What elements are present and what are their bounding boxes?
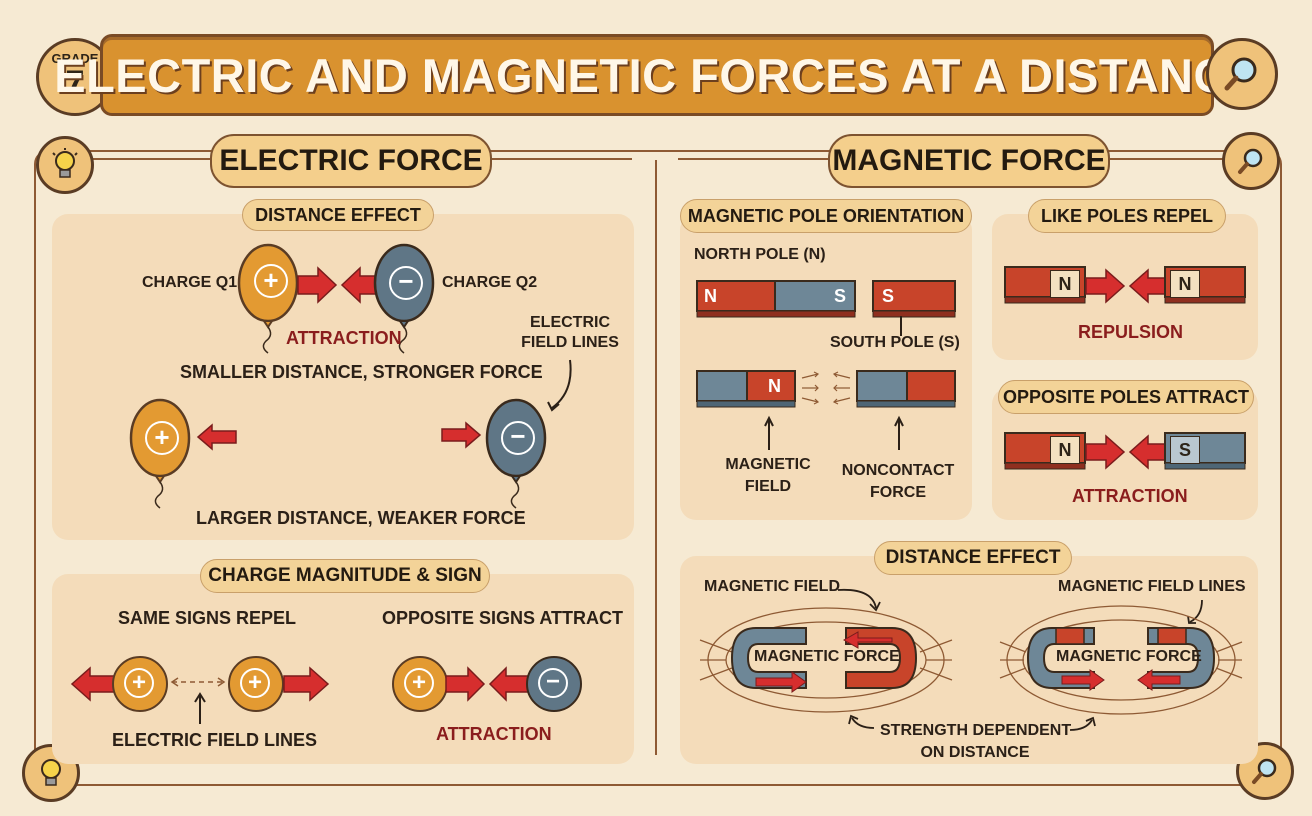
electric-distance-panel <box>52 214 634 540</box>
pole-n-label: N <box>768 376 781 396</box>
attraction-label: ATTRACTION <box>436 724 552 744</box>
bar-magnet <box>696 280 856 318</box>
arrow-right-icon <box>1085 268 1126 304</box>
pole-s-label: S <box>834 286 847 306</box>
opposite-signs-label: OPPOSITE SIGNS ATTRACT <box>382 608 624 628</box>
arrow-right-icon <box>297 266 338 304</box>
arrow-left-icon <box>70 666 117 702</box>
arrow-left-icon <box>488 666 529 702</box>
bar-magnet <box>872 280 956 318</box>
pole-orientation-panel <box>680 214 972 520</box>
plus-sign: + <box>254 264 288 298</box>
pole-s-label: S <box>882 286 895 306</box>
strength-line1: STRENGTH DEPENDENT <box>880 722 1072 739</box>
page-title: ELECTRIC AND MAGNETIC FORCES AT A DISTAN… <box>54 48 1260 102</box>
arrow-right-icon <box>283 666 330 702</box>
pointer-arrow-icon <box>1069 716 1096 731</box>
charge-q2-label: CHARGE Q2 <box>442 274 538 291</box>
bar-magnet <box>856 370 956 408</box>
magnetic-field-line2: FIELD <box>744 478 792 495</box>
pole-orientation-title: MAGNETIC POLE ORIENTATION <box>680 199 972 233</box>
field-line-icon <box>170 677 226 687</box>
pole-s-label: S <box>1170 436 1200 464</box>
smaller-distance-caption: SMALLER DISTANCE, STRONGER FORCE <box>180 362 543 382</box>
rule <box>678 158 828 160</box>
magnifier-icon <box>1206 38 1278 110</box>
magnetic-distance-panel <box>680 556 1258 764</box>
pointer-arrow-icon <box>894 415 904 450</box>
magnifier-icon <box>1222 132 1280 190</box>
magnetic-field-label: MAGNETIC FIELD <box>718 454 818 498</box>
noncontact-line2: FORCE <box>870 484 926 501</box>
strength-line2: ON DISTANCE <box>920 744 1030 761</box>
magnetic-force-label: MAGNETIC FORCE <box>754 648 900 665</box>
minus-sign: − <box>501 421 535 455</box>
opposite-poles-title: OPPOSITE POLES ATTRACT <box>998 380 1254 414</box>
magnetic-force-label: MAGNETIC FORCE <box>1056 648 1202 665</box>
like-poles-title: LIKE POLES REPEL <box>1028 199 1226 233</box>
arrow-left-icon <box>196 423 237 451</box>
title-banner: ELECTRIC AND MAGNETIC FORCES AT A DISTAN… <box>54 34 1259 116</box>
pointer-line <box>900 316 902 336</box>
attraction-label: ATTRACTION <box>1072 486 1188 506</box>
rule <box>490 158 632 160</box>
grade-word: GRADE <box>51 51 99 66</box>
charge-magnitude-title: CHARGE MAGNITUDE & SIGN <box>200 559 490 593</box>
column-divider <box>655 160 657 755</box>
pointer-arrow-icon <box>837 588 881 612</box>
same-signs-label: SAME SIGNS REPEL <box>118 608 297 628</box>
noncontact-line1: NONCONTACT <box>841 462 955 479</box>
noncontact-force-label: NONCONTACT FORCE <box>838 460 958 504</box>
electric-field-lines-caption: ELECTRIC FIELD LINES <box>112 730 318 750</box>
arrow-right-icon <box>1085 434 1126 470</box>
distance-effect-title: DISTANCE EFFECT <box>242 199 434 231</box>
north-pole-label: NORTH POLE (N) <box>694 246 826 263</box>
arrow-right-icon <box>441 421 482 449</box>
magnetic-field-line1: MAGNETIC <box>725 456 811 473</box>
pointer-arrow-icon <box>764 415 774 450</box>
magnetic-field-lines-caption: MAGNETIC FIELD LINES <box>1058 578 1246 595</box>
arrow-right-icon <box>445 666 486 702</box>
minus-sign: − <box>538 668 568 698</box>
plus-sign: + <box>404 668 434 698</box>
pointer-arrow-icon <box>194 692 206 724</box>
charge-q1-label: CHARGE Q1 <box>142 274 238 291</box>
lightbulb-icon <box>36 136 94 194</box>
field-lines-line2: FIELD LINES <box>521 334 619 351</box>
plus-sign: + <box>145 421 179 455</box>
rule <box>1106 158 1224 160</box>
field-line-icon <box>801 371 851 405</box>
electric-field-lines-label: ELECTRIC FIELD LINES <box>520 313 620 353</box>
field-lines-line1: ELECTRIC <box>530 314 610 331</box>
repulsion-label: REPULSION <box>1078 322 1184 342</box>
pole-n-label: N <box>1170 270 1200 298</box>
electric-force-title: ELECTRIC FORCE <box>210 134 492 188</box>
pointer-arrow-icon <box>547 359 572 412</box>
grade-number: 7 <box>65 64 85 102</box>
pointer-arrow-icon <box>848 714 875 729</box>
horseshoe-magnet-near <box>699 607 953 713</box>
magnetic-field-caption: MAGNETIC FIELD <box>704 578 840 595</box>
bar-magnet <box>696 370 796 408</box>
pole-n-label: N <box>1050 436 1080 464</box>
plus-sign: + <box>240 668 270 698</box>
content-frame <box>34 150 1282 786</box>
arrow-left-icon <box>1128 434 1169 470</box>
magnetic-force-title: MAGNETIC FORCE <box>828 134 1110 188</box>
horseshoe-magnet-far <box>999 605 1243 715</box>
attraction-label: ATTRACTION <box>286 328 402 348</box>
pole-n-label: N <box>1050 270 1080 298</box>
rule <box>92 158 212 160</box>
pointer-arrow-icon <box>1187 599 1203 624</box>
larger-distance-caption: LARGER DISTANCE, WEAKER FORCE <box>196 508 526 528</box>
minus-sign: − <box>389 266 423 300</box>
arrow-left-icon <box>1128 268 1169 304</box>
pole-n-label: N <box>704 286 717 306</box>
magnetic-distance-title: DISTANCE EFFECT <box>874 541 1072 575</box>
strength-dependent-label: STRENGTH DEPENDENT ON DISTANCE <box>880 720 1072 764</box>
bar-magnet <box>1164 432 1246 470</box>
south-pole-label: SOUTH POLE (S) <box>830 334 960 351</box>
plus-sign: + <box>124 668 154 698</box>
